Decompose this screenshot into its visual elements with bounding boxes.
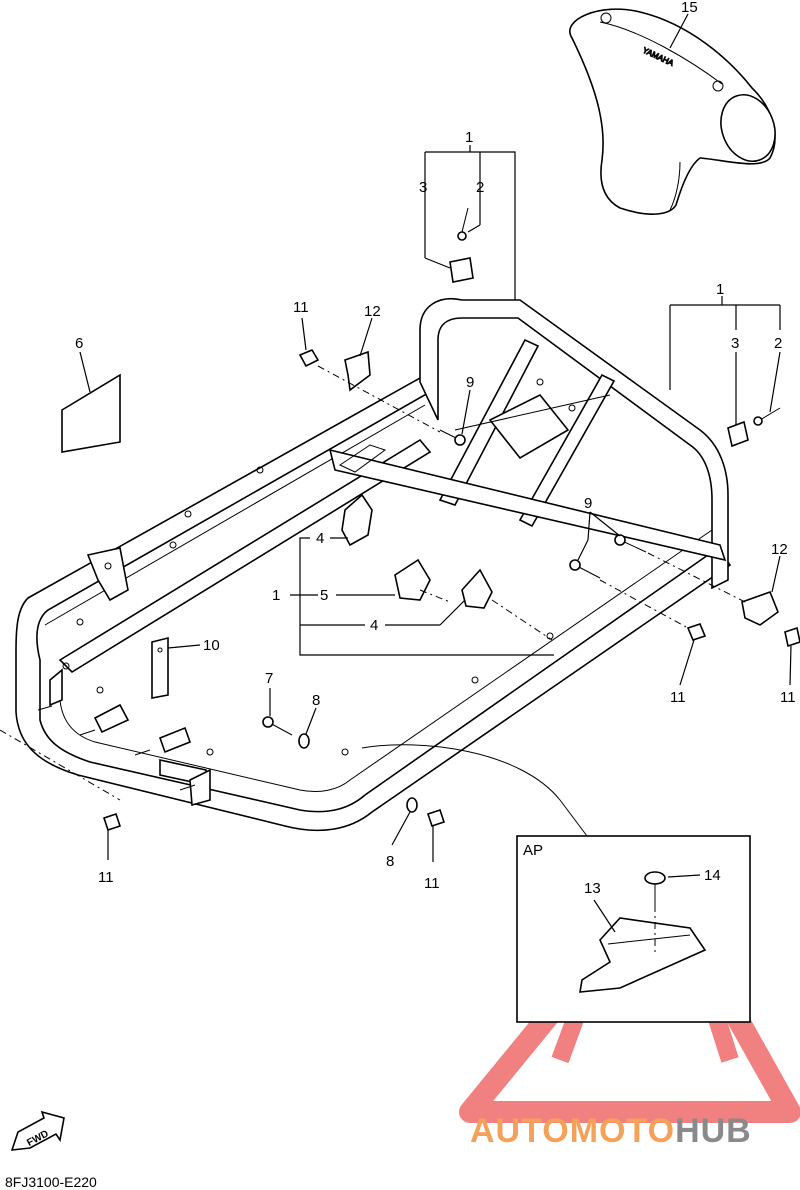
callout-1-mid: 1 xyxy=(272,587,280,604)
callout-8-upper: 8 xyxy=(312,692,320,709)
fwd-arrow: FWD xyxy=(10,1110,65,1151)
callout-8-lower: 8 xyxy=(386,853,394,870)
callout-15: 15 xyxy=(681,0,698,16)
frame-assembly xyxy=(15,298,732,832)
watermark-text: AUTOMOTOHUB xyxy=(470,1112,752,1150)
callout-labels: 15 1 3 2 1 3 2 11 12 6 9 9 4 12 1 5 4 10… xyxy=(75,0,796,897)
centerlines xyxy=(0,365,746,801)
callout-1-top: 1 xyxy=(465,129,473,146)
callout-3-top: 3 xyxy=(419,179,427,196)
watermark-brand-b: HUB xyxy=(675,1112,752,1150)
callout-9-right: 9 xyxy=(584,495,592,512)
callout-2-right: 2 xyxy=(774,335,782,352)
callout-11-right-a: 11 xyxy=(670,689,686,706)
callout-9-top: 9 xyxy=(466,374,474,391)
grip-pad: YAMAHA xyxy=(569,8,776,215)
leader-lines xyxy=(79,13,792,862)
watermark-brand-a: AUTOMOTO xyxy=(470,1112,675,1150)
callout-1-right: 1 xyxy=(716,281,724,298)
callout-3-right: 3 xyxy=(731,335,739,352)
callout-11-top: 11 xyxy=(293,299,309,316)
callout-12-right: 12 xyxy=(771,541,788,558)
diagram-code: 8FJ3100-E220 xyxy=(5,1174,97,1190)
callout-12-top: 12 xyxy=(364,303,381,320)
inset-ap xyxy=(516,835,751,1023)
callout-4-upper: 4 xyxy=(316,530,324,547)
callout-14: 14 xyxy=(704,867,721,884)
callout-4-lower: 4 xyxy=(370,617,378,634)
callout-11-right-b: 11 xyxy=(780,689,796,706)
callout-6: 6 xyxy=(75,335,83,352)
callout-13: 13 xyxy=(584,880,601,897)
callout-11-lower-left: 11 xyxy=(98,869,114,886)
callout-2-top: 2 xyxy=(476,179,484,196)
label-sticker xyxy=(61,373,121,453)
callout-11-lower: 11 xyxy=(424,875,440,892)
callout-7: 7 xyxy=(265,670,273,687)
callout-10: 10 xyxy=(203,637,220,654)
callout-5: 5 xyxy=(320,587,328,604)
inset-label: AP xyxy=(523,842,543,859)
